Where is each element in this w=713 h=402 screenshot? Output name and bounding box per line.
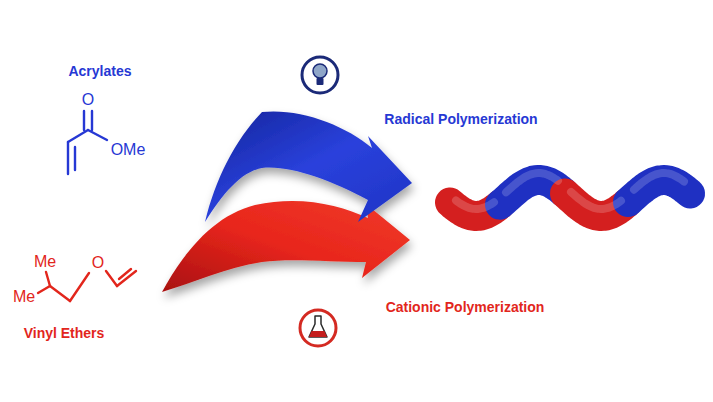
flask-liquid <box>309 331 327 337</box>
bond <box>68 130 88 142</box>
flask-outline <box>309 316 327 337</box>
light-bulb-icon <box>302 57 338 93</box>
bond <box>67 142 69 174</box>
block-copolymer <box>450 173 690 216</box>
icon-ring <box>302 57 338 93</box>
polymer-highlight <box>571 192 621 209</box>
bond <box>88 130 107 140</box>
radical-arrow <box>205 111 412 222</box>
polymer-highlight <box>506 173 558 192</box>
bulb-glass <box>313 64 327 78</box>
bond <box>50 286 70 301</box>
pathway-label: Radical Polymerization <box>384 112 537 127</box>
atom-label: OMe <box>111 141 146 159</box>
vinyl-ether-structure <box>38 269 136 301</box>
bond <box>119 269 131 279</box>
atom-label: O <box>82 91 94 109</box>
atom-label: Me <box>13 288 35 306</box>
icon-ring <box>300 310 336 346</box>
group-label: Acrylates <box>68 64 131 79</box>
bond <box>74 147 76 170</box>
pathway-label: Cationic Polymerization <box>386 300 545 315</box>
bond <box>38 286 50 293</box>
cationic-arrow <box>162 201 410 292</box>
bond <box>70 273 89 301</box>
group-label: Vinyl Ethers <box>24 326 105 341</box>
polymer-highlight <box>456 200 494 209</box>
ribbon-arrows <box>162 111 412 292</box>
atom-label: Me <box>34 253 56 271</box>
acrylate-structure <box>68 111 107 174</box>
atom-label: O <box>92 254 104 272</box>
polymer-highlight <box>634 173 684 190</box>
bond <box>83 111 85 130</box>
bond <box>106 271 117 286</box>
bulb-base <box>317 78 324 85</box>
flask-icon <box>300 310 336 346</box>
bond <box>91 111 93 130</box>
bond <box>46 272 50 286</box>
